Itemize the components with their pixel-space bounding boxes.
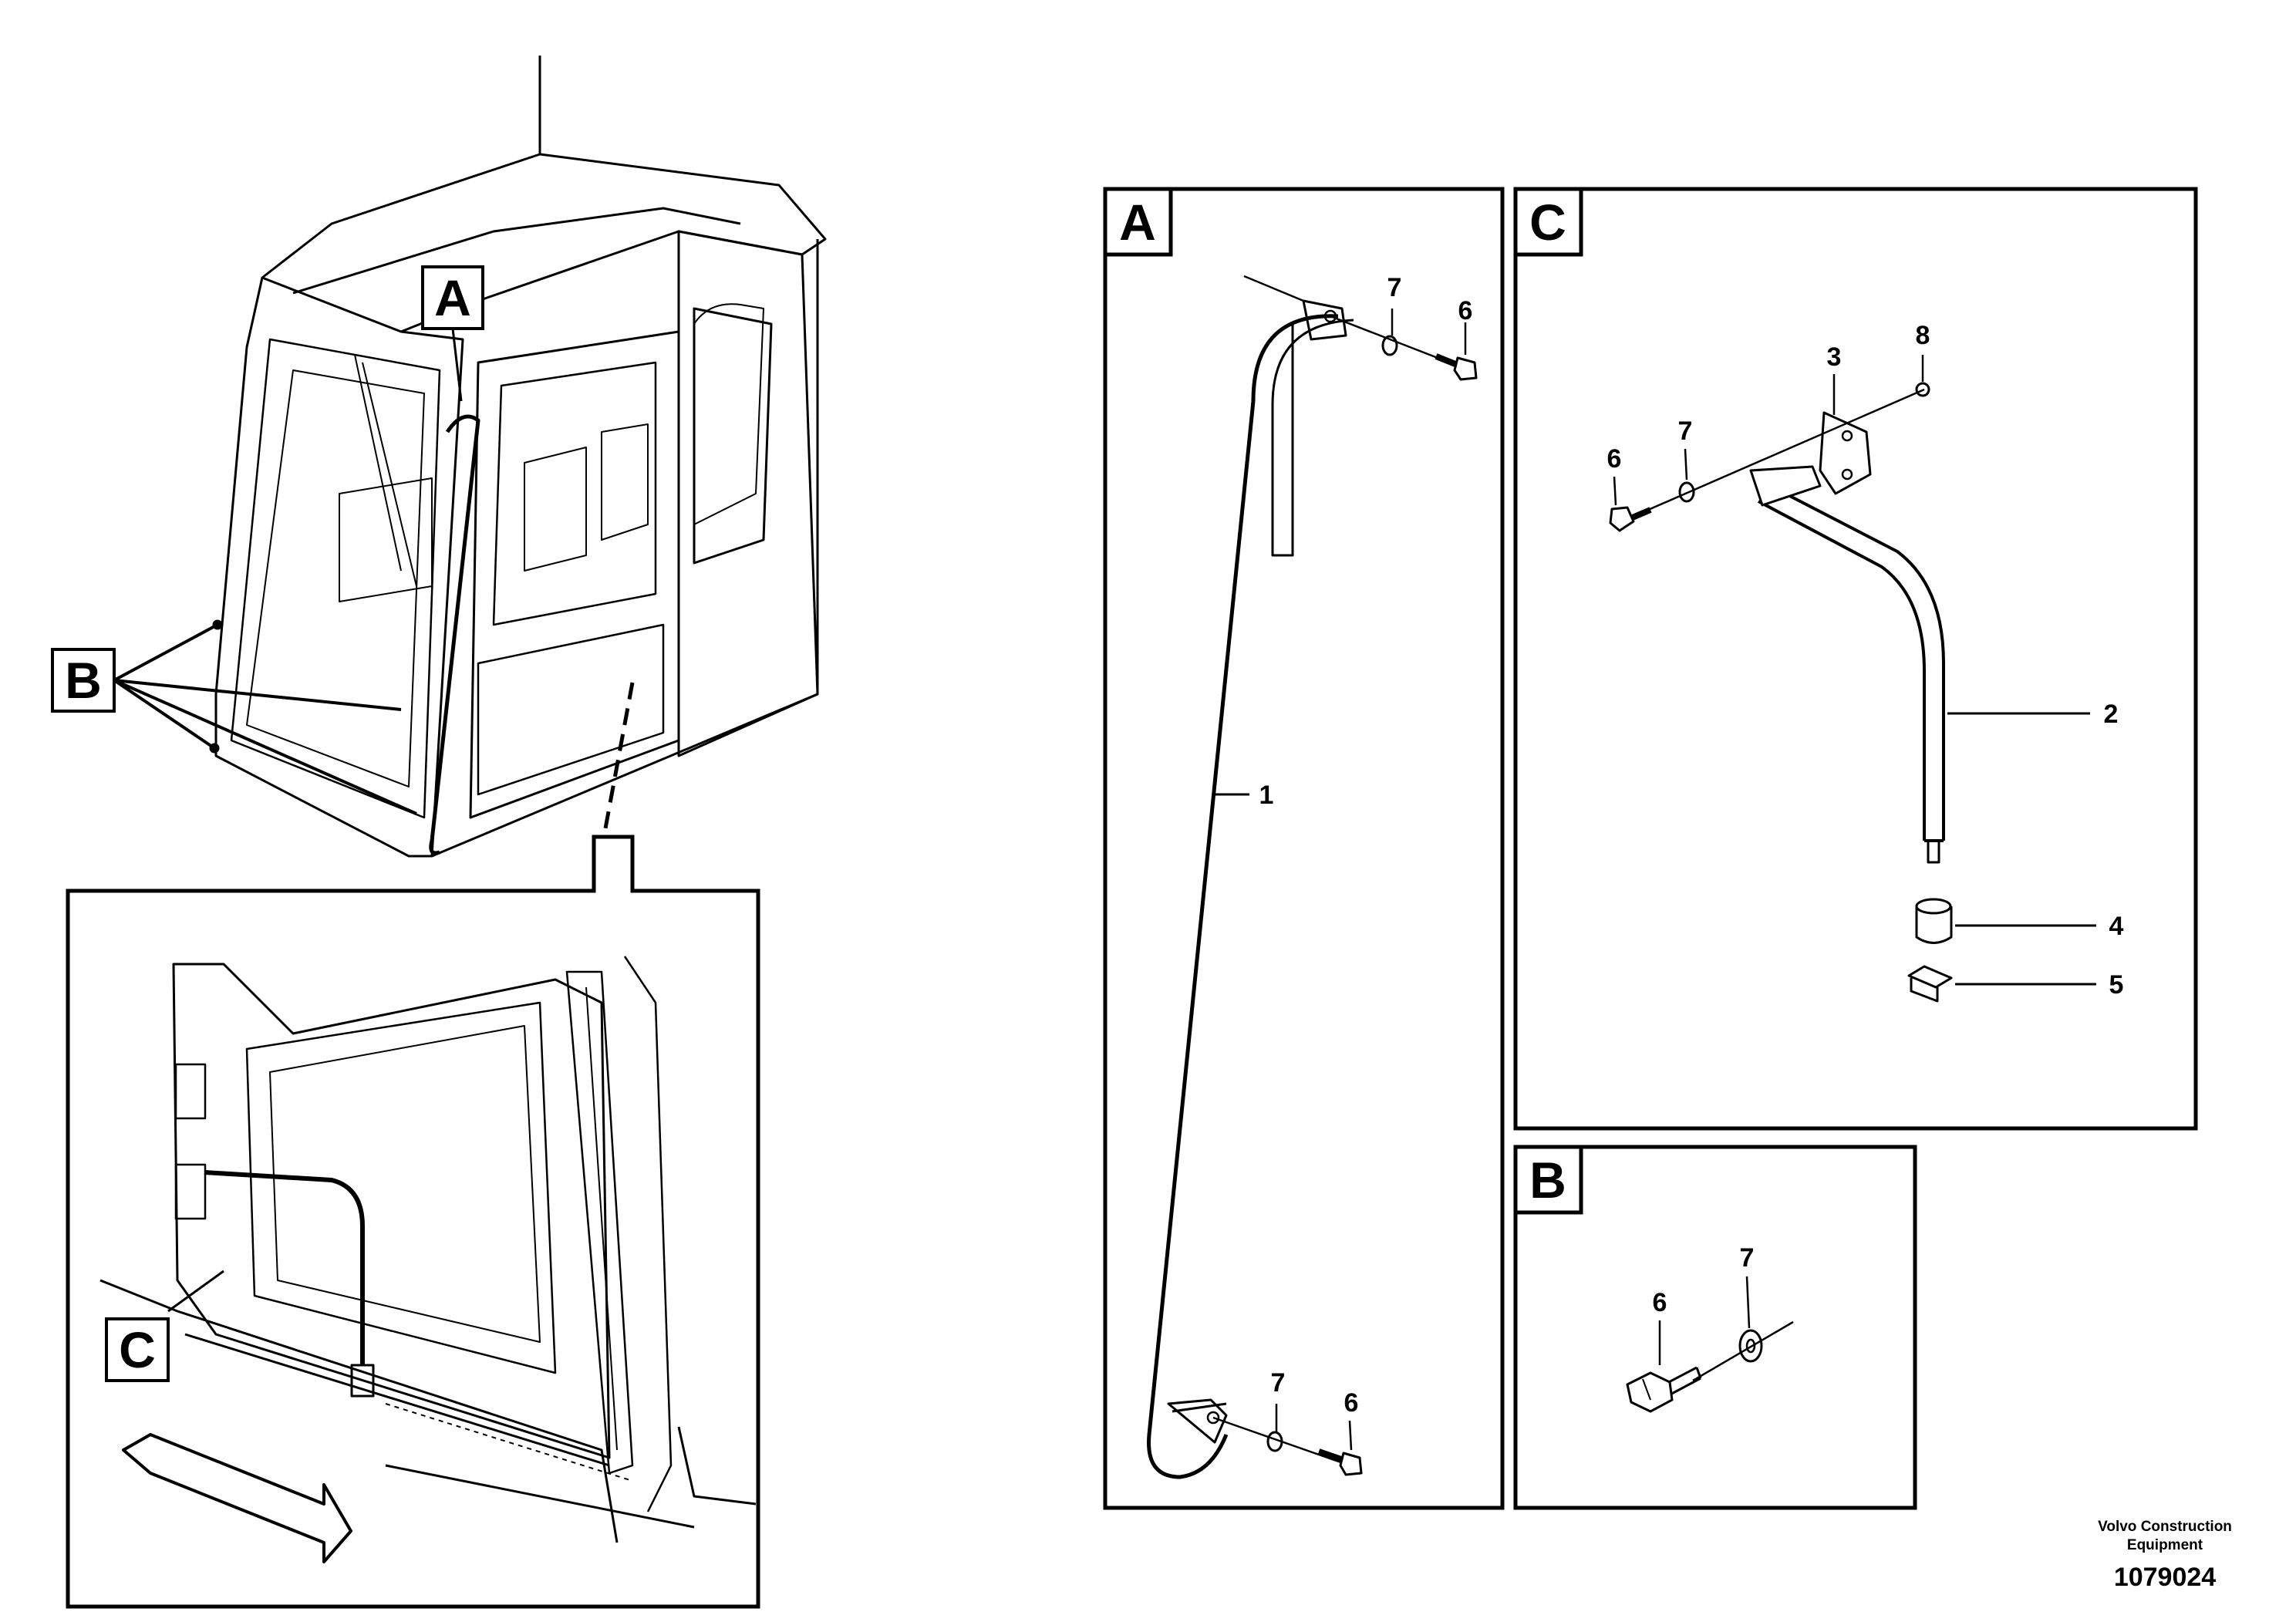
panel-a-part-7-bottom: 7 [1271, 1368, 1286, 1398]
document-number: 1079024 [2113, 1563, 2217, 1592]
panel-a-part-6-bottom: 6 [1344, 1388, 1359, 1418]
callout-c-detail: C [105, 1270, 224, 1382]
cab-overview [209, 56, 827, 892]
panel-b-part-7: 7 [1740, 1243, 1755, 1273]
panel-c: C [1513, 187, 2198, 1131]
panel-a-title: A [1119, 194, 1156, 251]
panel-b-part-6: 6 [1653, 1288, 1667, 1317]
panel-c-part-8: 8 [1916, 321, 1930, 350]
callout-b-label: B [65, 652, 102, 709]
panel-b: B 6 7 [1513, 1145, 1917, 1510]
panel-c-part-5: 5 [2109, 970, 2124, 1000]
callout-a-label: A [434, 269, 471, 326]
callout-b-overview: B [51, 623, 417, 815]
panel-a-part-6-top: 6 [1458, 296, 1473, 325]
panel-c-title: C [1529, 194, 1566, 251]
panel-a: A [1103, 187, 1505, 1510]
panel-c-part-3: 3 [1827, 342, 1842, 372]
panel-c-part-6: 6 [1607, 444, 1622, 474]
callout-a-overview: A [421, 265, 484, 402]
panel-b-title: B [1529, 1152, 1566, 1209]
callout-c-label: C [119, 1321, 156, 1378]
door-detail-view: C [66, 835, 760, 1609]
company-name: Volvo Construction Equipment [2098, 1519, 2232, 1553]
panel-c-part-2: 2 [2104, 700, 2119, 729]
footer-caption: Volvo Construction Equipment 1079024 [2080, 1518, 2250, 1593]
panel-a-part-1: 1 [1259, 781, 1274, 810]
panel-c-part-4: 4 [2109, 912, 2124, 941]
panel-a-part-7-top: 7 [1387, 273, 1402, 302]
panel-c-part-7: 7 [1678, 416, 1693, 446]
